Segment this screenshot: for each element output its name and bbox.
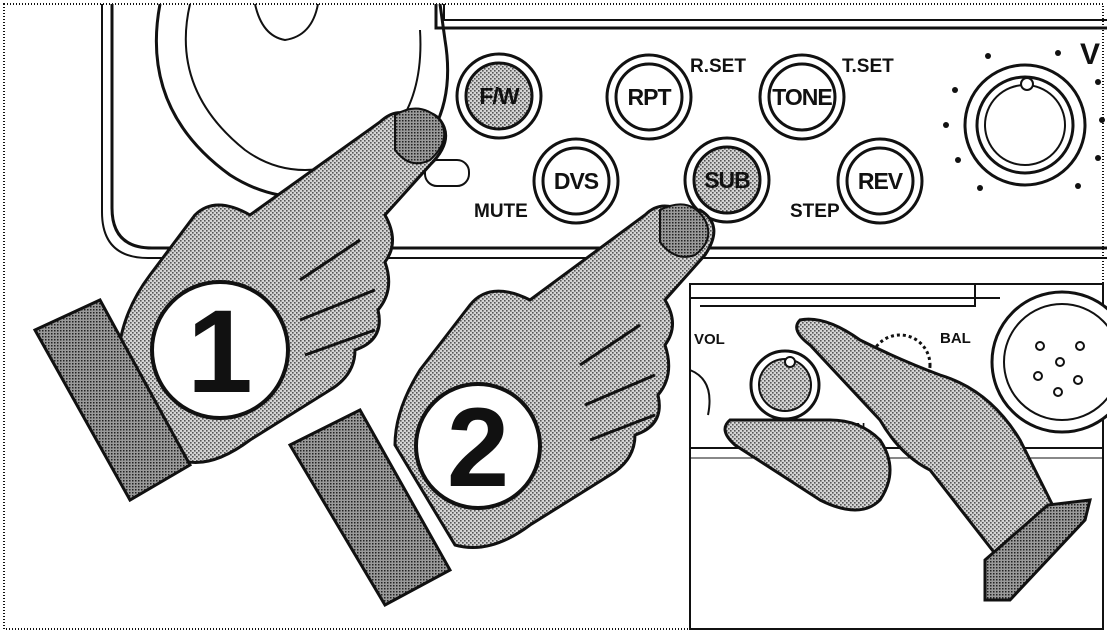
step-2-number: 2 bbox=[447, 385, 509, 510]
vol-label-partial: V bbox=[1080, 38, 1100, 71]
rev-button[interactable]: REV bbox=[838, 139, 922, 223]
step-label: STEP bbox=[790, 201, 840, 222]
t-set-label: T.SET bbox=[842, 56, 894, 77]
inset-vol-knob bbox=[751, 351, 819, 419]
inset-panel: VOL BAL MAIN bbox=[690, 284, 1107, 629]
sub-button-label: SUB bbox=[704, 167, 750, 193]
fw-button-label: F/W bbox=[479, 83, 519, 109]
rpt-button[interactable]: RPT bbox=[607, 55, 691, 139]
tone-button[interactable]: TONE bbox=[760, 55, 844, 139]
rpt-button-label: RPT bbox=[628, 84, 672, 110]
mute-label: MUTE bbox=[474, 201, 528, 222]
inset-vol-label: VOL bbox=[694, 331, 725, 348]
dvs-button[interactable]: DVS bbox=[534, 139, 618, 223]
rev-button-label: REV bbox=[858, 168, 904, 194]
inset-bal-label: BAL bbox=[940, 330, 971, 347]
volume-knob[interactable] bbox=[943, 50, 1105, 191]
dvs-button-label: DVS bbox=[554, 168, 599, 194]
tone-button-label: TONE bbox=[772, 84, 832, 110]
r-set-label: R.SET bbox=[690, 56, 746, 77]
step-1-number: 1 bbox=[187, 286, 253, 418]
fw-button[interactable]: F/W bbox=[457, 54, 541, 138]
